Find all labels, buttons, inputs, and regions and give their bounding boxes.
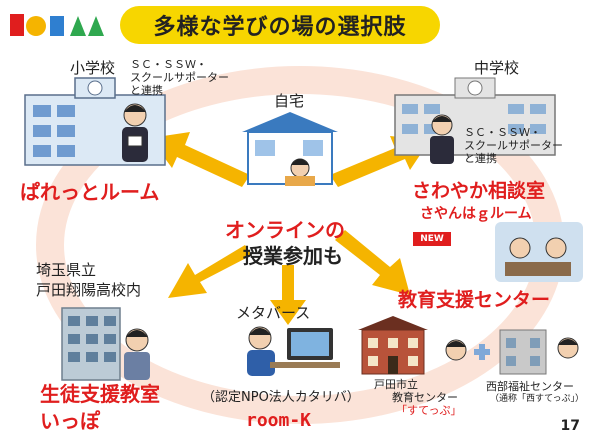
toda-center-line-2: 教育センター: [392, 391, 458, 404]
arrow-to-prefectural: [168, 245, 252, 298]
elementary-support-3: と連携: [130, 84, 163, 97]
junior-high-illustration: [394, 77, 556, 164]
metaverse-room: room-K: [246, 410, 312, 431]
junior-high-support-1: ＳＣ・ＳＳＷ・: [464, 126, 541, 139]
seibu-center-line-2: （通称「西すてっぷ」）: [490, 394, 585, 404]
online-line-1: オンラインの: [225, 218, 345, 242]
seibu-center-illustration: [499, 329, 579, 375]
junior-high-room-2: さやんはｇルーム: [420, 206, 532, 222]
toda-center-line-3: 「すてっぷ」: [396, 404, 462, 417]
arrow-to-education-center: [335, 230, 410, 295]
arrow-to-metaverse: [270, 265, 306, 325]
elementary-label: 小学校: [70, 59, 116, 77]
arrow-to-elementary: [150, 132, 250, 187]
arrows-group: [150, 132, 430, 325]
plus-icon: [474, 344, 490, 360]
elementary-room: ぱれっとルーム: [20, 180, 160, 204]
elementary-school-illustration: [24, 77, 166, 166]
page-number: 17: [560, 418, 580, 434]
elementary-support-1: ＳＣ・ＳＳＷ・: [130, 58, 207, 71]
toda-logo-mark: [10, 14, 104, 36]
junior-high-support-2: スクールサポーター: [464, 139, 563, 152]
education-center-label: 教育支援センター: [398, 289, 551, 311]
education-center-illustration: [495, 222, 583, 282]
toda-logo: [8, 10, 108, 44]
junior-high-room-1: さわやか相談室: [412, 180, 546, 202]
elementary-support-2: スクールサポーター: [130, 71, 229, 84]
junior-high-support-3: と連携: [464, 152, 497, 165]
home-label: 自宅: [274, 92, 305, 110]
new-badge: NEW: [413, 232, 451, 246]
prefectural-line-2: 戸田翔陽高校内: [36, 281, 142, 299]
prefectural-room-1: 生徒支援教室: [40, 382, 160, 406]
toda-center-line-1: 戸田市立: [374, 378, 418, 391]
prefectural-line-1: 埼玉県立: [36, 261, 97, 279]
metaverse-org: （認定NPO法人カタリバ）: [202, 390, 360, 405]
prefectural-room-2: いっぽ: [40, 409, 100, 433]
metaverse-illustration: [247, 326, 340, 376]
online-line-2: 授業参加も: [243, 244, 343, 268]
junior-high-label: 中学校: [474, 59, 520, 77]
prefectural-illustration: [61, 307, 150, 381]
home-illustration: [242, 112, 338, 186]
metaverse-label: メタバース: [236, 304, 311, 322]
toda-center-illustration: [358, 316, 467, 375]
page-title: 多様な学びの場の選択肢: [120, 6, 440, 44]
seibu-center-line-1: 西部福祉センター: [486, 380, 574, 393]
